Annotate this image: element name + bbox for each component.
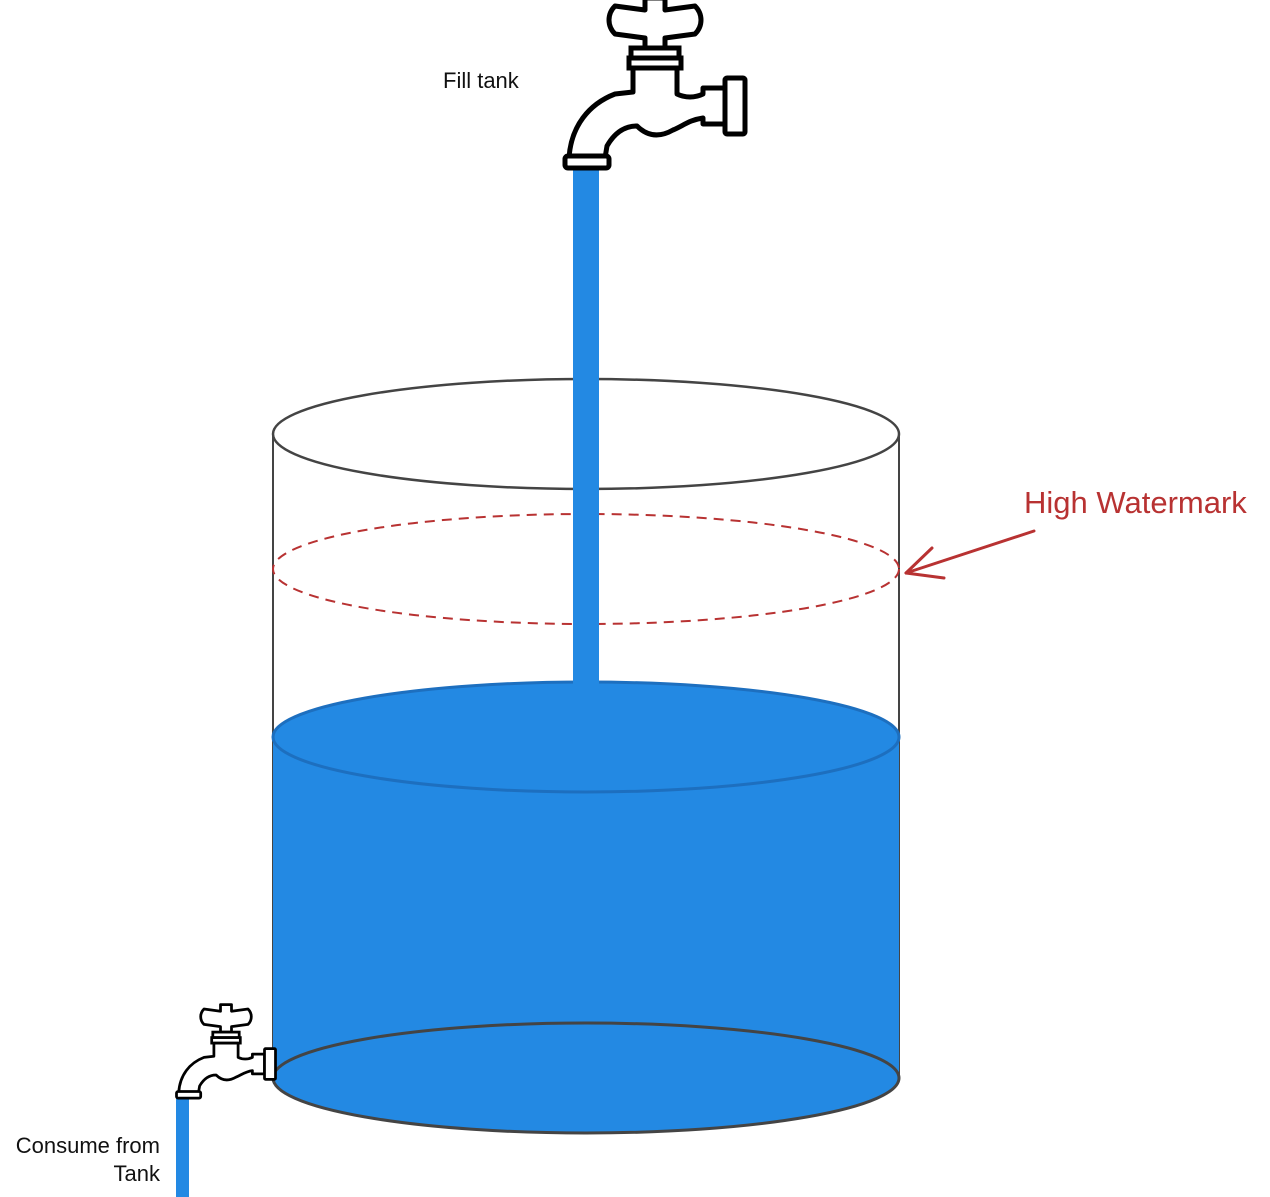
faucet-icon bbox=[175, 1003, 277, 1100]
consume-label-line2: Tank bbox=[113, 1161, 160, 1186]
high-watermark-label: High Watermark bbox=[1024, 485, 1247, 520]
consume-label: Consume from Tank bbox=[0, 1132, 160, 1188]
inflow-stream bbox=[573, 166, 599, 684]
outflow-stream bbox=[176, 1096, 189, 1197]
high-watermark-arrow bbox=[904, 529, 1036, 580]
consume-label-line1: Consume from bbox=[15, 1133, 160, 1158]
water-surface bbox=[271, 680, 901, 794]
fill-tank-label: Fill tank bbox=[443, 68, 519, 93]
faucet-icon bbox=[565, 0, 745, 168]
water-body bbox=[273, 737, 899, 1133]
